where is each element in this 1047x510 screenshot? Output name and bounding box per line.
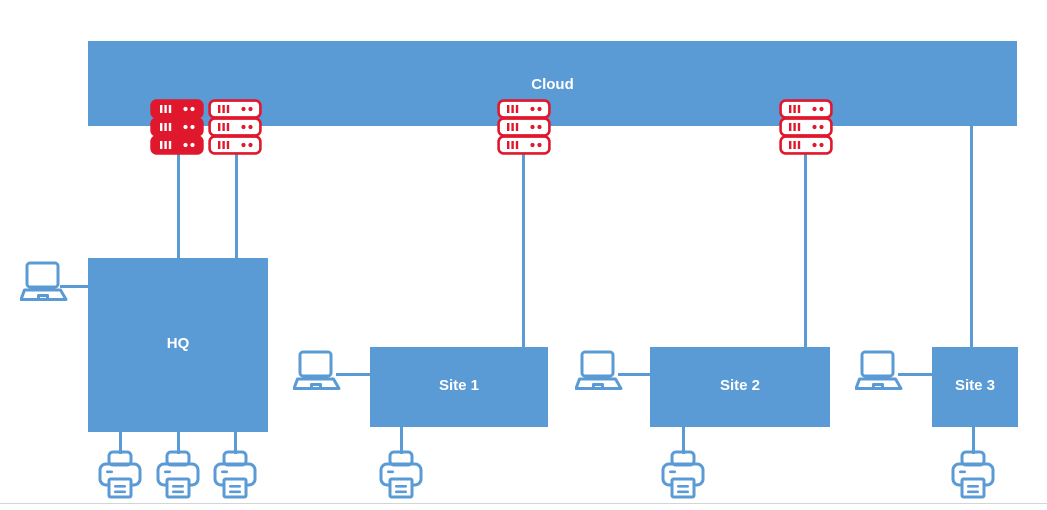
- connection-site1-laptop-link: [336, 373, 374, 376]
- server-icon: [779, 99, 833, 124]
- server-icon: [208, 99, 262, 124]
- bottom-divider: [0, 503, 1047, 504]
- connection-hq-laptop-link: [60, 285, 92, 288]
- site-box-site3[interactable]: Site 3: [932, 347, 1018, 427]
- site-label-hq: HQ: [166, 335, 190, 352]
- server-stack-site1-servers[interactable]: [497, 99, 551, 155]
- connection-servers-to-hq-left: [177, 153, 180, 259]
- laptop-icon-site2-laptop[interactable]: [575, 348, 623, 394]
- connection-hq-printer-1-link: [119, 432, 122, 454]
- connection-site2-printer-link: [682, 427, 685, 454]
- printer-icon-site2-printer-1[interactable]: [660, 449, 706, 501]
- site-label-site2: Site 2: [719, 377, 761, 394]
- connection-site1-printer-link: [400, 427, 403, 454]
- printer-icon-hq-printer-1[interactable]: [97, 449, 143, 501]
- laptop-icon-hq-laptop[interactable]: [20, 259, 68, 305]
- printer-icon-hq-printer-2[interactable]: [155, 449, 201, 501]
- site-box-site1[interactable]: Site 1: [370, 347, 548, 427]
- server-icon: [779, 135, 833, 160]
- site-box-site2[interactable]: Site 2: [650, 347, 830, 427]
- server-stack-hq-servers-secondary[interactable]: [208, 99, 262, 155]
- server-icon: [497, 135, 551, 160]
- connection-cloud-to-site2: [804, 153, 807, 348]
- connection-cloud-to-site1: [522, 153, 525, 348]
- site-label-site3: Site 3: [954, 377, 996, 394]
- laptop-icon-site1-laptop[interactable]: [293, 348, 341, 394]
- printer-icon-site3-printer-1[interactable]: [950, 449, 996, 501]
- site-label-site1: Site 1: [438, 377, 480, 394]
- printer-icon-hq-printer-3[interactable]: [212, 449, 258, 501]
- laptop-icon-site3-laptop[interactable]: [855, 348, 903, 394]
- server-icon: [208, 135, 262, 160]
- connection-site3-laptop-link: [898, 373, 936, 376]
- server-icon: [150, 117, 204, 142]
- cloud-label: Cloud: [531, 76, 574, 93]
- server-stack-site2-servers[interactable]: [779, 99, 833, 155]
- printer-icon-site1-printer-1[interactable]: [378, 449, 424, 501]
- site-box-hq[interactable]: HQ: [88, 258, 268, 432]
- connection-hq-printer-2-link: [177, 432, 180, 454]
- connection-servers-to-hq-right: [235, 153, 238, 259]
- server-stack-hq-servers-primary[interactable]: [150, 99, 204, 155]
- server-icon: [150, 135, 204, 160]
- connection-hq-printer-3-link: [234, 432, 237, 454]
- connection-site2-laptop-link: [618, 373, 654, 376]
- connection-cloud-to-site3: [970, 126, 973, 348]
- connection-site3-printer-link: [972, 427, 975, 454]
